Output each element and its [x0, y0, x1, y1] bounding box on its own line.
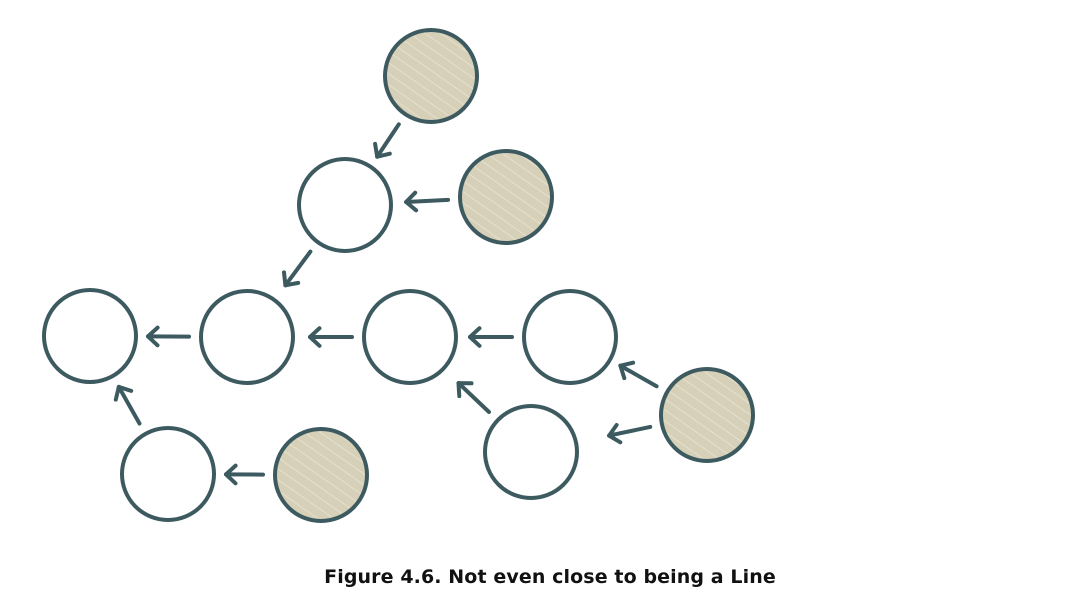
empty-node	[297, 157, 393, 253]
dependency-arrow	[468, 326, 514, 348]
dependency-arrow	[456, 381, 491, 414]
dependency-arrow	[373, 122, 401, 159]
dependency-arrow	[282, 249, 313, 288]
dependency-arrow	[607, 423, 653, 445]
empty-node	[362, 289, 458, 385]
empty-node	[42, 288, 138, 384]
empty-node	[199, 289, 295, 385]
empty-node	[483, 404, 579, 500]
empty-node	[522, 289, 618, 385]
dependency-arrow	[146, 325, 191, 348]
filled-node	[458, 149, 554, 245]
dependency-arrow	[113, 384, 142, 426]
dependency-arrow	[618, 360, 659, 389]
dependency-arrow	[308, 326, 354, 348]
nodes-layer	[42, 28, 755, 523]
filled-node	[659, 367, 755, 463]
dependency-graph-diagram	[42, 28, 755, 523]
empty-node	[120, 426, 216, 522]
dependency-arrow	[404, 190, 451, 213]
edges-layer	[113, 122, 659, 486]
figure-caption: Figure 4.6. Not even close to being a Li…	[324, 566, 776, 588]
dependency-arrow	[224, 463, 265, 486]
filled-node	[383, 28, 479, 124]
filled-node	[273, 427, 369, 523]
